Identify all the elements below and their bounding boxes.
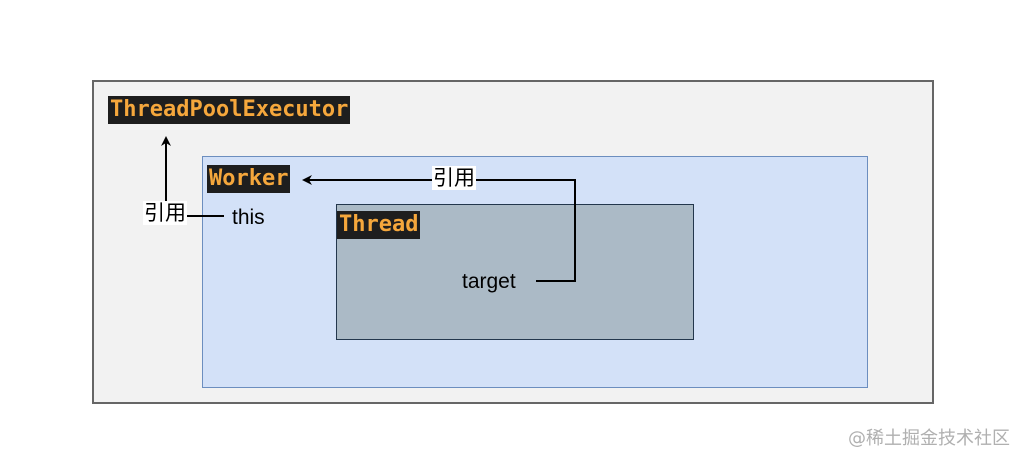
thread-pool-executor-label: ThreadPoolExecutor <box>108 96 351 124</box>
this-reference-label: 引用 <box>143 201 187 225</box>
worker-label: Worker <box>207 165 291 193</box>
target-reference-arrow <box>302 175 576 282</box>
target-text: target <box>462 270 516 293</box>
this-text: this <box>232 206 265 229</box>
target-reference-label: 引用 <box>432 166 476 190</box>
watermark: @稀土掘金技术社区 <box>848 428 1010 449</box>
thread-label: Thread <box>337 211 421 239</box>
